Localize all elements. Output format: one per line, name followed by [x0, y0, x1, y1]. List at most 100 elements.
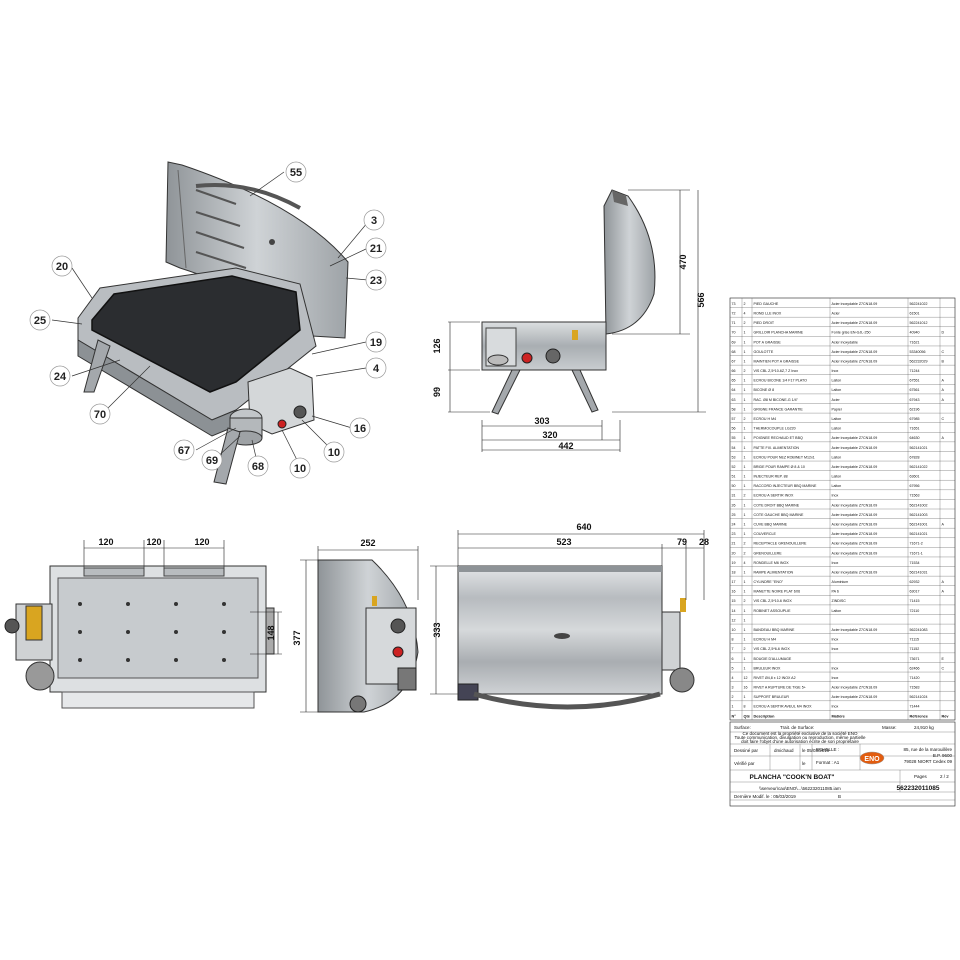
callout-3: 3	[371, 215, 377, 227]
callout-10a: 10	[294, 463, 306, 475]
bom-cell: 2	[744, 302, 746, 306]
bom-cell: 71563	[910, 494, 920, 498]
bom-cell: COUVERCLE	[754, 532, 777, 536]
bom-cell: VIS CBL Z,5*10-6 INOX	[754, 599, 793, 603]
bom-cell: 67828	[910, 455, 920, 459]
bom-cell: ECROU H M4	[754, 638, 777, 642]
bom-cell: Laiton	[832, 455, 842, 459]
bom-cell: VIS CBL Z,5*10-6Z,7 Z Inox	[754, 369, 799, 373]
bom-cell: RONDELLE M6 INOX	[754, 561, 790, 565]
bom-cell: Acier inoxydable Z7CN18.09	[832, 551, 878, 555]
bom-cell: COTE DROIT BBQ MARINE	[754, 503, 800, 507]
bom-cell: 1	[744, 513, 746, 517]
iso-griddle	[91, 275, 301, 393]
bom-cell: Laiton	[832, 427, 842, 431]
bom-cell: A	[942, 388, 945, 392]
bom-cell: 71621	[910, 340, 920, 344]
tb-mass: 24,910 kg	[914, 725, 934, 730]
bom-cell: ZINDISC	[832, 599, 847, 603]
bom-cell: 4	[732, 676, 734, 680]
bom-cell: E	[942, 657, 945, 661]
bom-cell: 2	[744, 647, 746, 651]
bom-cell: 31	[732, 494, 736, 498]
callout-70: 70	[94, 409, 106, 421]
bom-cell: ROBINET ASSOUPLIE	[754, 609, 792, 613]
bom-cell: Inox	[832, 369, 839, 373]
side-lid	[603, 189, 656, 335]
bom-cell: 52	[732, 465, 736, 469]
bom-cell: 14	[732, 609, 736, 613]
bom-cell: 1	[744, 388, 746, 392]
callout-16: 16	[354, 423, 366, 435]
bom-cell: C	[942, 666, 945, 670]
bom-cell: ECROU A SERTIR AVEUL M4 INOX	[754, 705, 813, 709]
bom-cell: 65	[732, 379, 736, 383]
dim-120c: 120	[194, 537, 209, 547]
bom-cell: B	[942, 359, 945, 363]
front-dim-labels: 640 523 79 28 333	[432, 522, 709, 638]
title-block: Surface: Trait. de Surface: Masse: 24,91…	[729, 721, 956, 807]
bom-cell: 55	[732, 436, 736, 440]
company-logo	[859, 751, 885, 765]
dim-640: 640	[576, 522, 591, 532]
bom-cell: RAC. Ø8 M BICONE-G 1/4"	[754, 398, 799, 402]
bom-cell: 1	[744, 522, 746, 526]
end-view	[317, 559, 419, 713]
bom-cell: POT A GRAISSE	[754, 340, 782, 344]
bom-cell: Acier inoxydable Z7CN18.09	[832, 436, 878, 440]
bom-cell: ROND LLE INOX	[754, 311, 782, 315]
bom-cell: 68	[732, 350, 736, 354]
bom-cell: 562241012	[910, 321, 928, 325]
bom-cell: 73671	[910, 657, 920, 661]
bom-cell: 71	[732, 321, 736, 325]
bom-cell: 71671-1	[910, 551, 923, 555]
bom-cell: THERMOCOUPLE LG220	[754, 427, 796, 431]
bom-cell: A	[942, 436, 945, 440]
side-view-dimensions	[448, 189, 706, 452]
bom-cell: A	[942, 590, 945, 594]
bom-header-cell: Référence	[910, 714, 928, 718]
bom-cell: 71420	[910, 676, 920, 680]
bom-cell: 5	[732, 666, 734, 670]
tb-page: 2 / 2	[940, 774, 949, 779]
bom-cell: 1	[744, 666, 746, 670]
bom-cell: 64	[732, 388, 736, 392]
tb-legal-2: Toute communication, divulgation ou repr…	[734, 735, 866, 740]
bom-header-cell: Qté	[744, 714, 750, 718]
bom-cell: 1	[744, 446, 746, 450]
bom-cell: 2	[744, 542, 746, 546]
bom-cell: 1	[744, 590, 746, 594]
bom-cell: Inox	[832, 494, 839, 498]
bom-cell: 1	[744, 436, 746, 440]
bom-cell: BANDEAU BBQ MARINE	[754, 628, 796, 632]
dim-28: 28	[699, 537, 709, 547]
callout-67: 67	[178, 445, 190, 457]
bom-cell: Acier	[832, 398, 841, 402]
callout-20: 20	[56, 261, 68, 273]
bom-cell: 562241083	[910, 628, 928, 632]
dim-79: 79	[677, 537, 687, 547]
bom-cell: 16	[744, 686, 748, 690]
bom-cell: 71444	[910, 705, 920, 709]
bom-cell: ECROU H M4	[754, 417, 777, 421]
bom-cell: 2	[744, 417, 746, 421]
bom-cell: GRIGNE FRANCE GARANTIE	[754, 407, 804, 411]
bom-cell: 2	[744, 321, 746, 325]
bom-cell: Acier inoxydable Z7CN18.09	[832, 532, 878, 536]
dim-566: 566	[696, 292, 706, 307]
callout-25: 25	[34, 315, 46, 327]
bom-cell: BRULEUR INOX	[754, 666, 782, 670]
bom-cell: Acier inoxydable Z7CN18.09	[832, 513, 878, 517]
bom-cell: RIVET A RUPTURE DE TIGE 5+	[754, 686, 806, 690]
bom-cell: 1	[732, 705, 734, 709]
bom-cell: 40940	[910, 331, 920, 335]
bom-cell: 21	[732, 542, 736, 546]
bom-cell: INJECTEUR REP. 88	[754, 475, 788, 479]
tb-drawn-label: Dessiné par	[734, 748, 759, 753]
side-view	[481, 189, 656, 415]
tb-address-3: 79028 NIORT Cedex 09	[904, 759, 953, 764]
bom-cell: 562141021	[910, 446, 928, 450]
end-view-dimensions	[300, 546, 419, 713]
bom-cell: GRENOUILLERE	[754, 551, 783, 555]
tb-legal-1: Ce document est la propriété exclusive d…	[742, 731, 858, 736]
